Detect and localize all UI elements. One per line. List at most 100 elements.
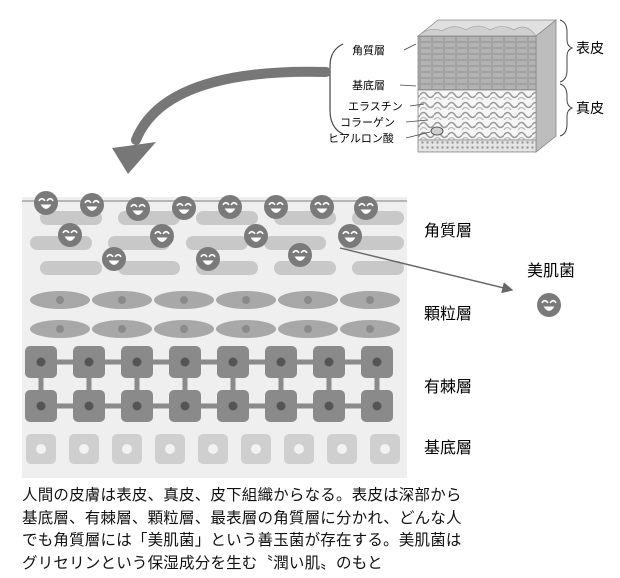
spinosum-nucleus [324, 357, 334, 367]
granulosum-nucleus [56, 325, 64, 333]
inset-label-kitei: 基底層 [352, 78, 385, 92]
skin-block-illustration [416, 19, 558, 153]
inset-bracket [329, 43, 344, 135]
basale-nucleus [208, 444, 218, 454]
bacteria-eye [200, 253, 208, 258]
spinosum-nucleus [84, 357, 94, 367]
bacteria-body [126, 197, 150, 221]
bacteria-eye [138, 203, 146, 208]
corneum-cell [40, 261, 102, 275]
caption-line-4: グリセリンという保湿成分を生む〝潤い肌〟のもと [22, 553, 383, 572]
bacteria-eye [62, 229, 70, 234]
bacteria-mouth [64, 236, 76, 241]
corneum-cell [264, 236, 326, 250]
bacteria-eye [256, 230, 264, 235]
epidermis-label: 表皮 [576, 41, 604, 57]
granulosum-nucleus [242, 325, 250, 333]
bacteria-body [218, 195, 242, 219]
bacteria-eye [114, 253, 122, 258]
bacteria-mouth [270, 208, 282, 213]
zoom-arrow [131, 66, 331, 145]
spinosum-nucleus [132, 401, 142, 411]
bacteria-body [58, 223, 82, 247]
bacteria-eye [292, 249, 300, 254]
bacteria-icon [196, 247, 220, 271]
stratum-spinosum-layer [25, 346, 393, 422]
bacteria-eye [358, 202, 366, 207]
bacteria-mouth [156, 237, 168, 242]
bacteria-body [34, 191, 58, 215]
bacteria-eye [46, 197, 54, 202]
bacteria-eye [366, 202, 374, 207]
bacteria-eye [268, 201, 276, 206]
bacteria-mouth [344, 237, 356, 242]
bacteria-eye [248, 230, 256, 235]
bacteria-body [264, 195, 288, 219]
bacteria-eye [300, 249, 308, 254]
bacteria-mouth [108, 260, 120, 265]
bacteria-mouth [40, 204, 52, 209]
basale-nucleus [337, 444, 347, 454]
bacteria-eye [162, 230, 170, 235]
bacteria-icon [264, 195, 288, 219]
granulosum-nucleus [118, 325, 126, 333]
bacteria-eye [541, 299, 549, 304]
bacteria-eye [70, 229, 78, 234]
bacteria-icon [288, 243, 312, 267]
bacteria-icon [218, 195, 242, 219]
bacteria-icon [172, 196, 196, 220]
bacteria-mouth [178, 209, 190, 214]
layer-label-basale: 基底層 [424, 438, 472, 457]
bacteria-eye [342, 230, 350, 235]
bacteria-icon [338, 224, 362, 248]
bacteria-eye [38, 197, 46, 202]
bacteria-mouth [202, 260, 214, 265]
inset-label-elastin: エラスチン [348, 100, 403, 113]
caption-line-3: でも角質層には「美肌菌」という善玉菌が存在する。美肌菌は [22, 531, 462, 549]
bacteria-legend-icon [537, 293, 561, 317]
bacteria-eye [230, 201, 238, 206]
bacteria-eye [92, 199, 100, 204]
inset-leader-lines [399, 43, 431, 139]
granulosum-nucleus [304, 325, 312, 333]
bacteria-body [537, 293, 561, 317]
bacteria-body [102, 247, 126, 271]
bacteria-eye [314, 201, 322, 206]
bacteria-body [310, 195, 334, 219]
bacteria-eye [208, 253, 216, 258]
bacteria-icon [537, 293, 561, 317]
basale-nucleus [294, 444, 304, 454]
granulosum-nucleus [180, 296, 188, 304]
zoom-arrow-head [112, 142, 156, 174]
bacteria-icon [354, 196, 378, 220]
spinosum-nucleus [228, 401, 238, 411]
spinosum-nucleus [276, 401, 286, 411]
bacteria-eye [322, 201, 330, 206]
spinosum-nucleus [36, 357, 46, 367]
spinosum-nucleus [372, 401, 382, 411]
spinosum-nucleus [36, 401, 46, 411]
corneum-cell [352, 261, 404, 275]
layer-label-corneum: 角質層 [424, 221, 472, 240]
bacteria-eye [350, 230, 358, 235]
bacteria-eye [154, 230, 162, 235]
bacteria-icon [58, 223, 82, 247]
bacteria-icon [126, 197, 150, 221]
basale-nucleus [122, 444, 132, 454]
basale-nucleus [251, 444, 261, 454]
spinosum-nucleus [84, 401, 94, 411]
bacteria-pointer-arrow [339, 247, 514, 294]
basale-nucleus [165, 444, 175, 454]
bacteria-eye [276, 201, 284, 206]
spinosum-nucleus [180, 357, 190, 367]
granulosum-nucleus [366, 296, 374, 304]
caption-line-2: 基底層、有棘層、顆粒層、最表層の角質層に分かれ、どんな人 [22, 508, 462, 527]
bacteria-body [338, 224, 362, 248]
inset-label-kakushitsu: 角質層 [352, 43, 385, 57]
inset-label-hyaluronic: ヒアルロン酸 [328, 131, 394, 145]
bacteria-eye [130, 203, 138, 208]
bacteria-icon [80, 193, 104, 217]
spinosum-nucleus [132, 357, 142, 367]
layer-label-spinosum: 有棘層 [424, 377, 472, 396]
bacteria-body [196, 247, 220, 271]
